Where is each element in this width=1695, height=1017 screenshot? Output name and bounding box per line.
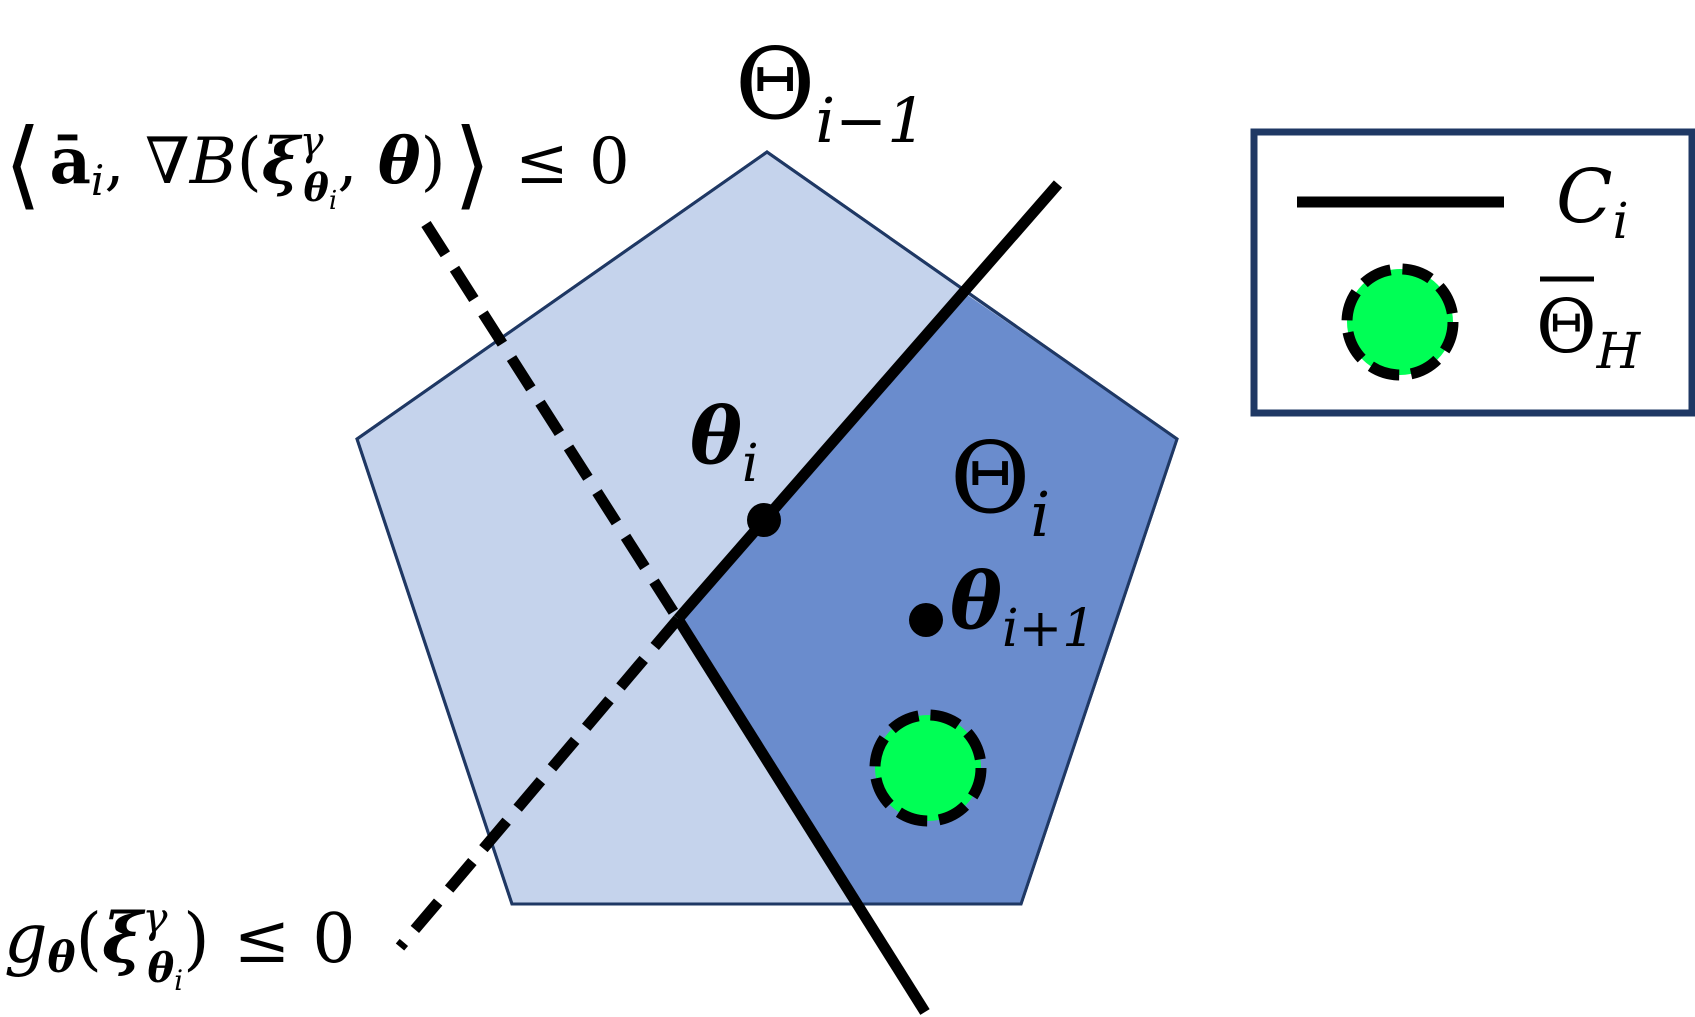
- legend-marker-label: ΘH: [1536, 284, 1642, 380]
- point-theta-i-plus-1: [909, 603, 943, 637]
- label-theta-i: θi: [690, 391, 759, 494]
- inner-region: [678, 290, 1177, 904]
- point-theta-i: [747, 503, 781, 537]
- pentagon-outline: [355, 150, 1179, 906]
- label-theta-i-plus-1: θi+1: [950, 556, 1095, 659]
- target-set-marker: [869, 709, 987, 827]
- legend-line-label: Ci: [1556, 154, 1629, 250]
- solid-constraint-line-lower: [673, 616, 930, 1015]
- dashed-constraint-line-lower: [395, 615, 683, 951]
- solid-constraint-line-upper: [673, 180, 1063, 623]
- dashed-constraint-line-upper: [421, 221, 683, 622]
- label-inner-region: Θi: [950, 422, 1050, 551]
- legend-marker-swatch: [1341, 263, 1459, 381]
- legend-box: [1250, 128, 1695, 417]
- label-outer-region: Θi−1: [735, 28, 927, 157]
- legend: Ci ΘH: [1250, 128, 1695, 417]
